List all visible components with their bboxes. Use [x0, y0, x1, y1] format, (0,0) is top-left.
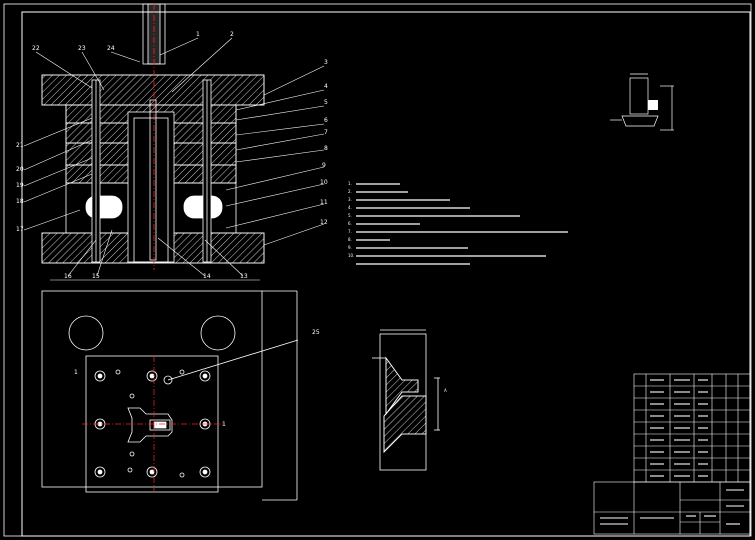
part-label: 9 — [322, 162, 326, 169]
title-block — [593, 481, 751, 535]
part-label: 23 — [78, 45, 86, 52]
part-label: 2 — [230, 31, 234, 38]
part-label: 25 — [312, 329, 320, 336]
note-scribbles — [356, 183, 568, 265]
note-line: 2. — [348, 189, 352, 194]
part-label: 1 — [196, 31, 200, 38]
part-label: 20 — [16, 166, 24, 173]
note-line: 7. — [348, 229, 352, 234]
part-label: 18 — [16, 198, 24, 205]
part-label: 16 — [64, 273, 72, 280]
parts-list-cell-marks — [650, 379, 708, 477]
part-number-labels: 22 23 24 1 2 3 4 5 6 7 8 9 10 11 12 21 2… — [16, 31, 328, 336]
note-line: 5. — [348, 213, 352, 218]
part-label: 13 — [240, 273, 248, 280]
note-line: 6. — [348, 221, 352, 226]
assembly-section-view — [41, 3, 265, 264]
note-line: 4. — [348, 205, 352, 210]
note-line: 9. — [348, 245, 352, 250]
section-dim-a: A — [444, 388, 447, 393]
part-detail-fill — [648, 100, 658, 110]
part-detail-top — [610, 73, 674, 131]
part-label: 8 — [324, 145, 328, 152]
note-line: 1. — [348, 181, 352, 186]
part-label: 5 — [324, 99, 328, 106]
part-label: 3 — [324, 59, 328, 66]
part-label: 24 — [107, 45, 115, 52]
part-label: 11 — [320, 199, 328, 206]
title-block-marks — [600, 489, 744, 525]
plan-view-centerlines — [82, 356, 224, 492]
plan-view — [41, 290, 299, 501]
part-label: 7 — [324, 129, 328, 136]
part-label: 19 — [16, 182, 24, 189]
drawing-frame — [3, 3, 752, 537]
part-label: 21 — [16, 142, 24, 149]
section-mark-right: 1 — [222, 421, 226, 428]
section-mark-left: 1 — [74, 369, 78, 376]
leader-lines — [23, 37, 325, 281]
part-label: 6 — [324, 117, 328, 124]
part-label: 14 — [203, 273, 211, 280]
parts-list-table — [633, 373, 751, 483]
part-label: 4 — [324, 83, 328, 90]
note-line: 10. — [348, 253, 354, 258]
part-label: 15 — [92, 273, 100, 280]
part-label: 10 — [320, 179, 328, 186]
part-label: 12 — [320, 219, 328, 226]
technical-notes: 1. 2. 3. 4. 5. 6. 7. 8. 9. 10. — [348, 181, 354, 258]
note-line: 3. — [348, 197, 352, 202]
part-section-detail — [372, 329, 440, 471]
part-label: 22 — [32, 45, 40, 52]
part-label: 17 — [16, 226, 24, 233]
note-line: 8. — [348, 237, 352, 242]
